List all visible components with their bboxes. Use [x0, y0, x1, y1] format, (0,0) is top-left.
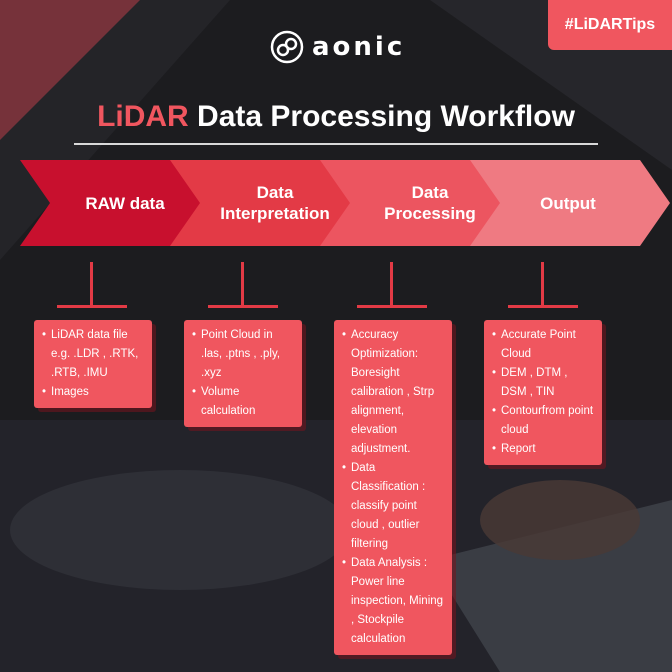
list-item: Point Cloud in .las, .ptns , .ply, .xyz	[192, 326, 294, 383]
list-item: Report	[492, 440, 594, 459]
title-rest: Data Processing Workflow	[188, 100, 575, 133]
page-title: LiDAR Data Processing Workflow	[0, 100, 672, 134]
connector-vertical-1	[90, 262, 93, 306]
detail-box-output: Accurate Point Cloud DEM , DTM , DSM , T…	[484, 320, 602, 465]
connector-vertical-2	[241, 262, 244, 306]
hashtag-badge: #LiDARTips	[548, 0, 672, 50]
list-item: Images	[42, 383, 144, 402]
step-arrow-output	[470, 160, 670, 246]
step-label-output: Output	[540, 193, 596, 213]
list-item: Contourfrom point cloud	[492, 402, 594, 440]
title-accent: LiDAR	[97, 100, 189, 133]
connector-vertical-4	[541, 262, 544, 306]
step-label-raw-data: RAW data	[85, 193, 165, 213]
list-item: Data Classification : classify point clo…	[342, 459, 444, 554]
step-arrow-raw-data	[20, 160, 220, 246]
detail-box-raw-data: LiDAR data file e.g. .LDR , .RTK, .RTB, …	[34, 320, 152, 408]
brand-logo: aonic	[270, 30, 405, 64]
list-item: Volume calculation	[192, 383, 294, 421]
aonic-logo-icon	[270, 30, 304, 64]
connector-horizontal-2	[208, 305, 278, 308]
hand-silhouette	[480, 480, 640, 560]
detail-box-data-interpretation: Point Cloud in .las, .ptns , .ply, .xyz …	[184, 320, 302, 427]
drone-silhouette	[10, 470, 350, 590]
list-item: DEM , DTM , DSM , TIN	[492, 364, 594, 402]
connector-horizontal-3	[357, 305, 427, 308]
list-item: Accuracy Optimization: Boresight calibra…	[342, 326, 444, 459]
connector-horizontal-1	[57, 305, 127, 308]
step-label-data-interpretation: Data Interpretation	[220, 183, 330, 223]
list-item: Accurate Point Cloud	[492, 326, 594, 364]
list-item: LiDAR data file e.g. .LDR , .RTK, .RTB, …	[42, 326, 144, 383]
list-item: Data Analysis : Power line inspection, M…	[342, 554, 444, 649]
detail-box-data-processing: Accuracy Optimization: Boresight calibra…	[334, 320, 452, 655]
step-arrow-data-interpretation	[170, 160, 370, 246]
connector-horizontal-4	[508, 305, 578, 308]
connector-vertical-3	[390, 262, 393, 306]
brand-name: aonic	[312, 32, 406, 62]
step-arrow-data-processing	[320, 160, 520, 246]
title-divider	[74, 143, 598, 145]
step-label-data-processing: Data Processing	[384, 183, 476, 223]
